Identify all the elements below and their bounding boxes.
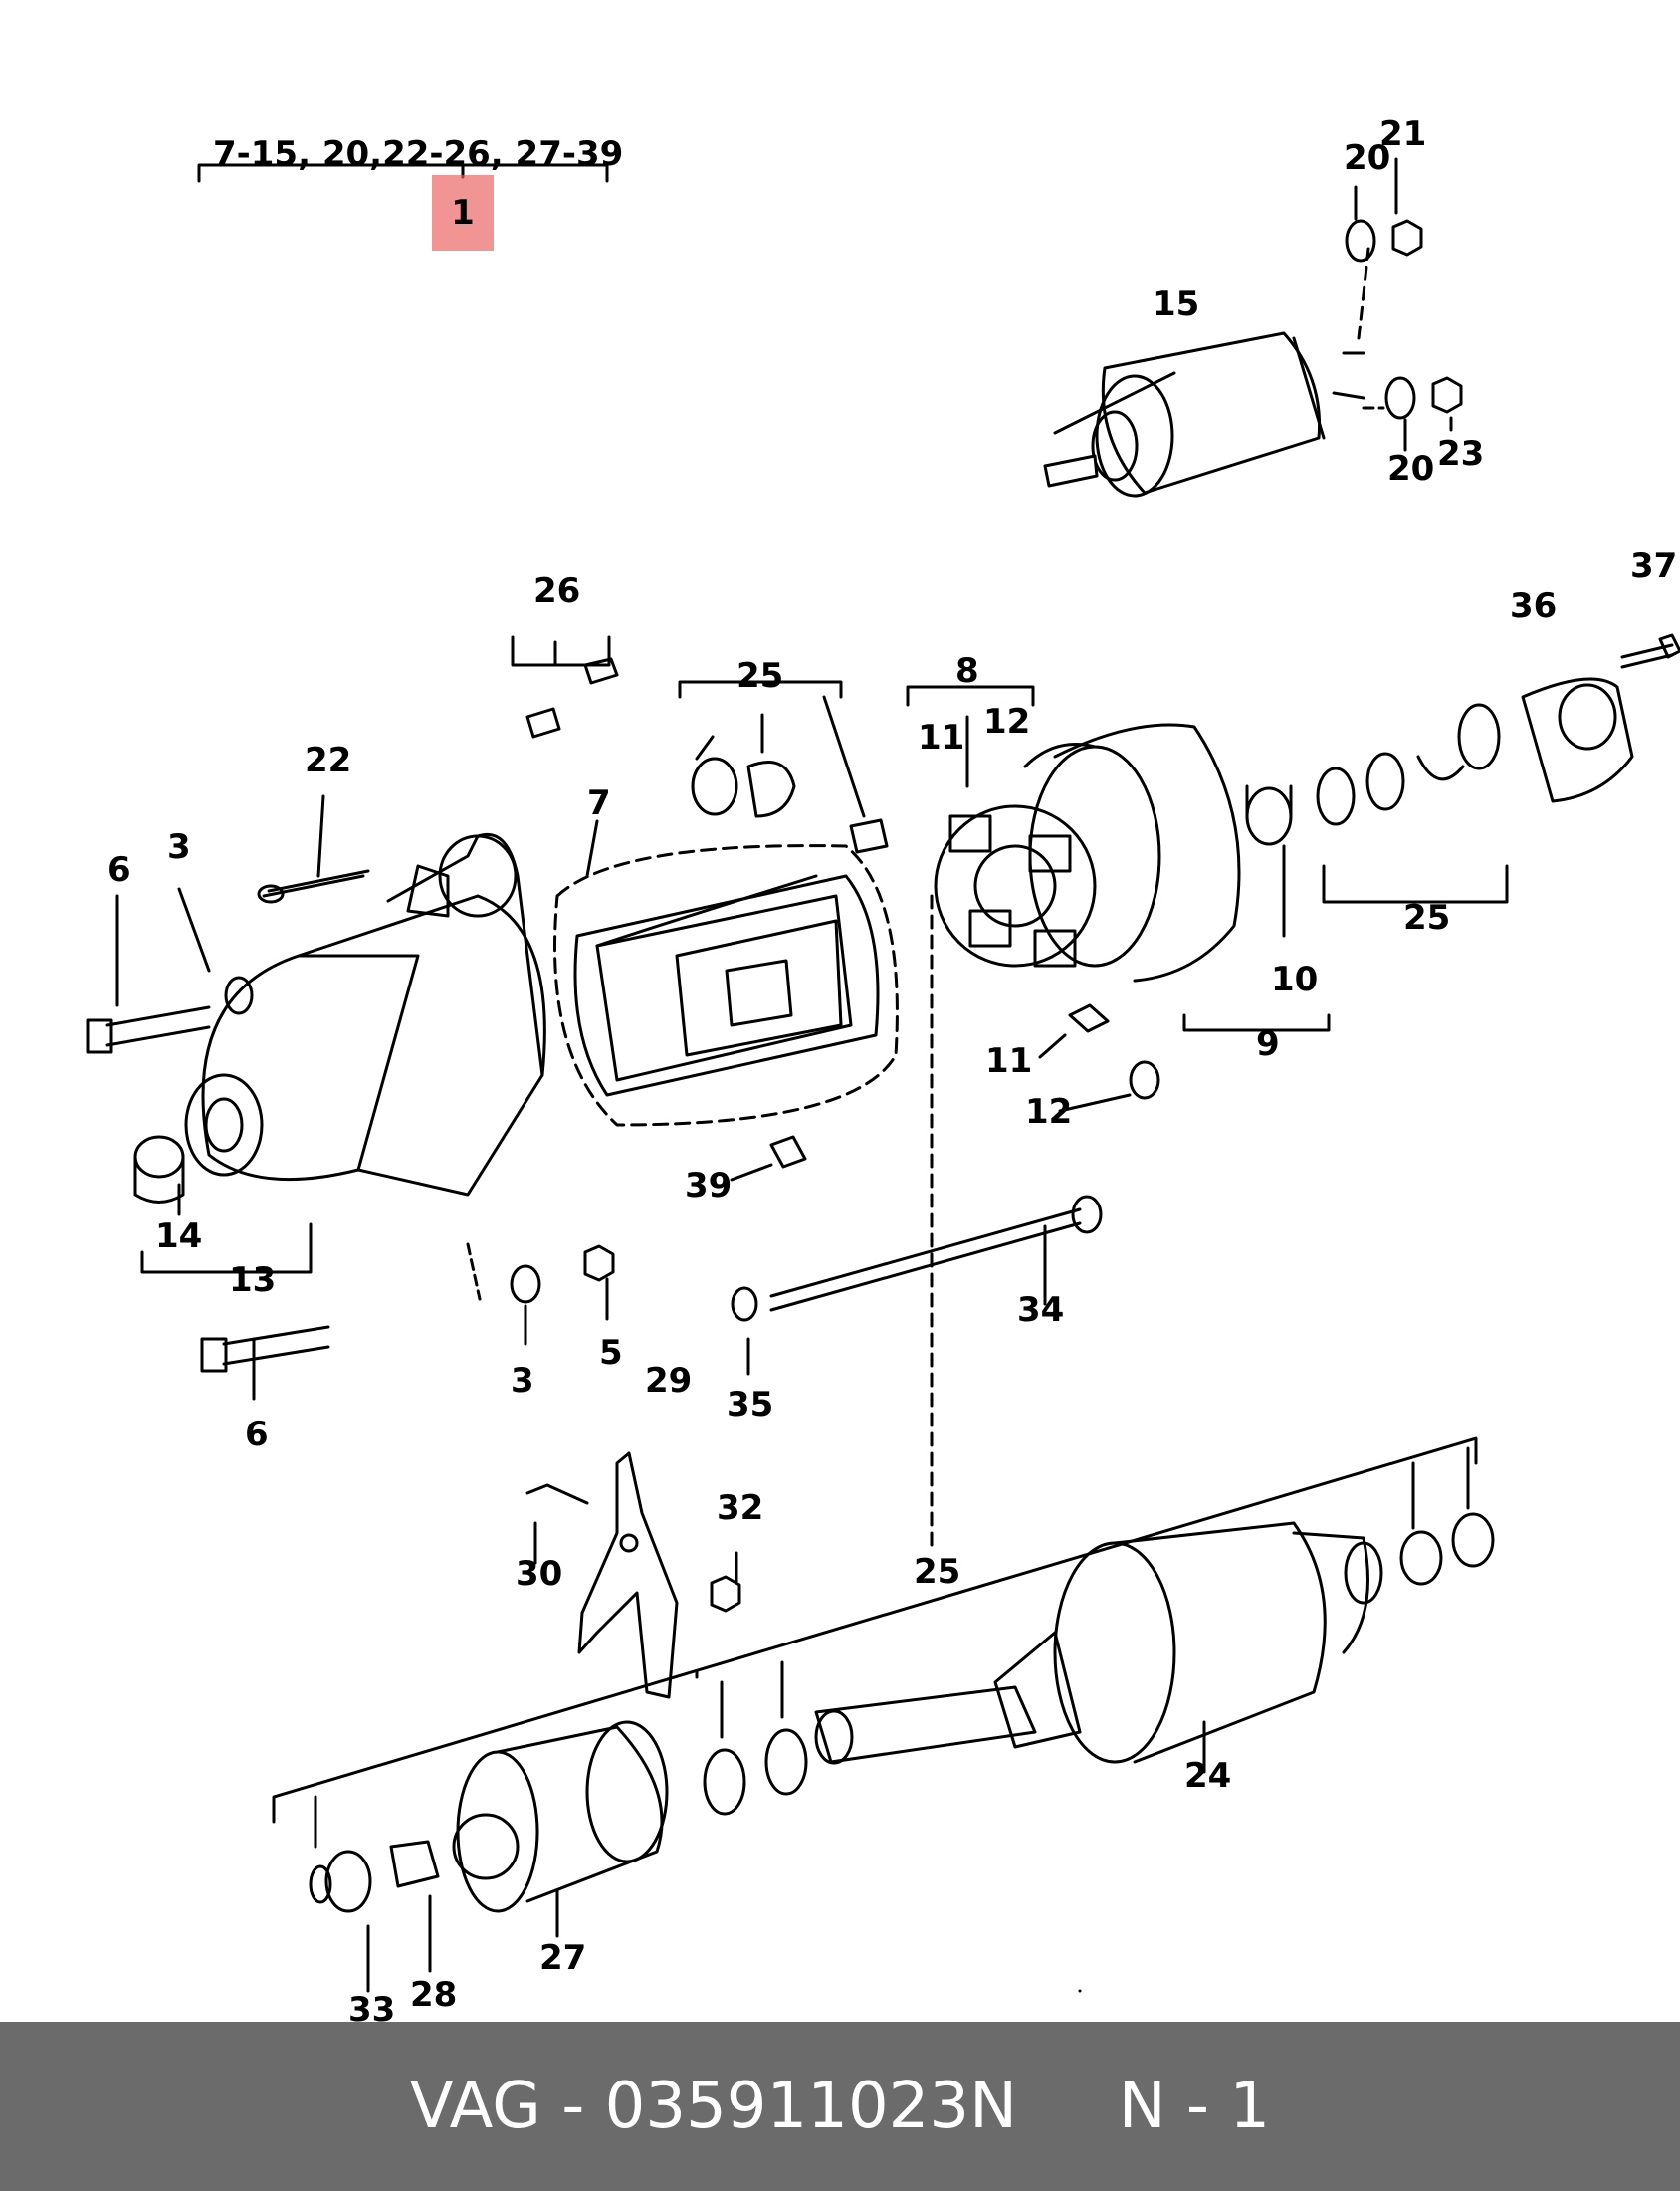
part-label-8: 8: [955, 651, 979, 691]
part-label-37: 37: [1630, 547, 1677, 586]
group-bracket: [197, 163, 609, 183]
part-label-5: 5: [599, 1333, 623, 1373]
part-label-28: 28: [410, 1975, 457, 2015]
part-label-26: 26: [533, 571, 580, 611]
fork-lever-drawing: [577, 1451, 679, 1699]
part-label-15: 15: [1153, 284, 1199, 324]
footer-part-number: VAG - 035911023N N - 1: [409, 2070, 1271, 2143]
part-label-27: 27: [539, 1938, 586, 1978]
part-label-14: 14: [155, 1216, 202, 1256]
part-label-20: 20: [1387, 449, 1434, 489]
footer-bar: VAG - 035911023N N - 1: [0, 2022, 1680, 2191]
part-label-6: 6: [245, 1415, 269, 1454]
part-label-24: 24: [1184, 1756, 1231, 1796]
part-label-11: 11: [918, 718, 964, 758]
group-label: 7-15, 20,22-26, 27-39: [213, 134, 623, 174]
armature-drawing: [814, 1521, 1383, 1765]
part-label-7: 7: [587, 783, 611, 823]
part-label-21: 21: [1379, 114, 1426, 154]
part-label-9: 9: [1256, 1024, 1280, 1064]
part-label-6: 6: [107, 850, 131, 890]
part-label-10: 10: [1271, 960, 1318, 999]
part-label-34: 34: [1017, 1290, 1064, 1330]
drive-pinion-drawing: [452, 1720, 669, 1913]
part-label-32: 32: [717, 1488, 763, 1528]
brush-plate-drawing: [934, 804, 1097, 968]
solenoid-drawing: [1043, 247, 1385, 498]
part-label-39: 39: [685, 1166, 732, 1205]
part-label-35: 35: [727, 1385, 773, 1424]
starter-exploded-diagram: 7-15, 20,22-26, 27-39 20 21 15 20 23 37 …: [86, 114, 1680, 2022]
pole-housing-drawing: [553, 844, 899, 1127]
part-label-13: 13: [229, 1260, 276, 1300]
part-label-25: 25: [736, 656, 783, 696]
part-label-11: 11: [985, 1041, 1032, 1081]
part-label-12: 12: [1025, 1092, 1072, 1132]
part-label-29: 29: [645, 1361, 692, 1401]
part-label-3: 3: [511, 1361, 534, 1401]
part-label-25: 25: [1403, 898, 1450, 938]
part-label-30: 30: [516, 1554, 562, 1594]
part-label-23: 23: [1437, 434, 1484, 474]
selected-part-label: 1: [451, 193, 475, 233]
part-label-25: 25: [914, 1552, 960, 1592]
selected-part-highlight[interactable]: 1: [432, 175, 494, 251]
end-cover-drawing: [1023, 723, 1241, 983]
part-label-33: 33: [348, 1990, 395, 2022]
part-label-3: 3: [167, 827, 191, 867]
part-label-22: 22: [305, 741, 351, 780]
part-label-12: 12: [983, 702, 1030, 742]
drive-housing-drawing: [184, 833, 546, 1197]
part-label-20: 20: [1344, 138, 1390, 178]
part-label-36: 36: [1510, 586, 1557, 626]
